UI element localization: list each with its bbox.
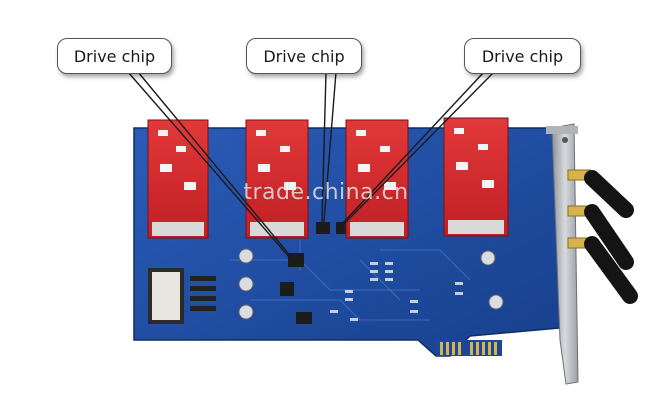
gold-finger-connector: [436, 340, 502, 356]
drive-chip-callout-1: Drive chip: [57, 38, 172, 74]
transformer-block: [148, 268, 216, 324]
callout-pointers: [127, 71, 495, 259]
red-module-3: [345, 119, 409, 239]
metal-bracket: [546, 123, 579, 385]
antenna-group: [567, 169, 638, 304]
drive-chip-callout-3: Drive chip: [464, 38, 581, 74]
watermark-text: trade.china.cn: [243, 180, 409, 205]
red-module-4: [443, 117, 509, 237]
drive-chip-callout-2: Drive chip: [246, 38, 362, 74]
red-module-2: [245, 119, 309, 239]
red-module-1: [147, 119, 209, 239]
